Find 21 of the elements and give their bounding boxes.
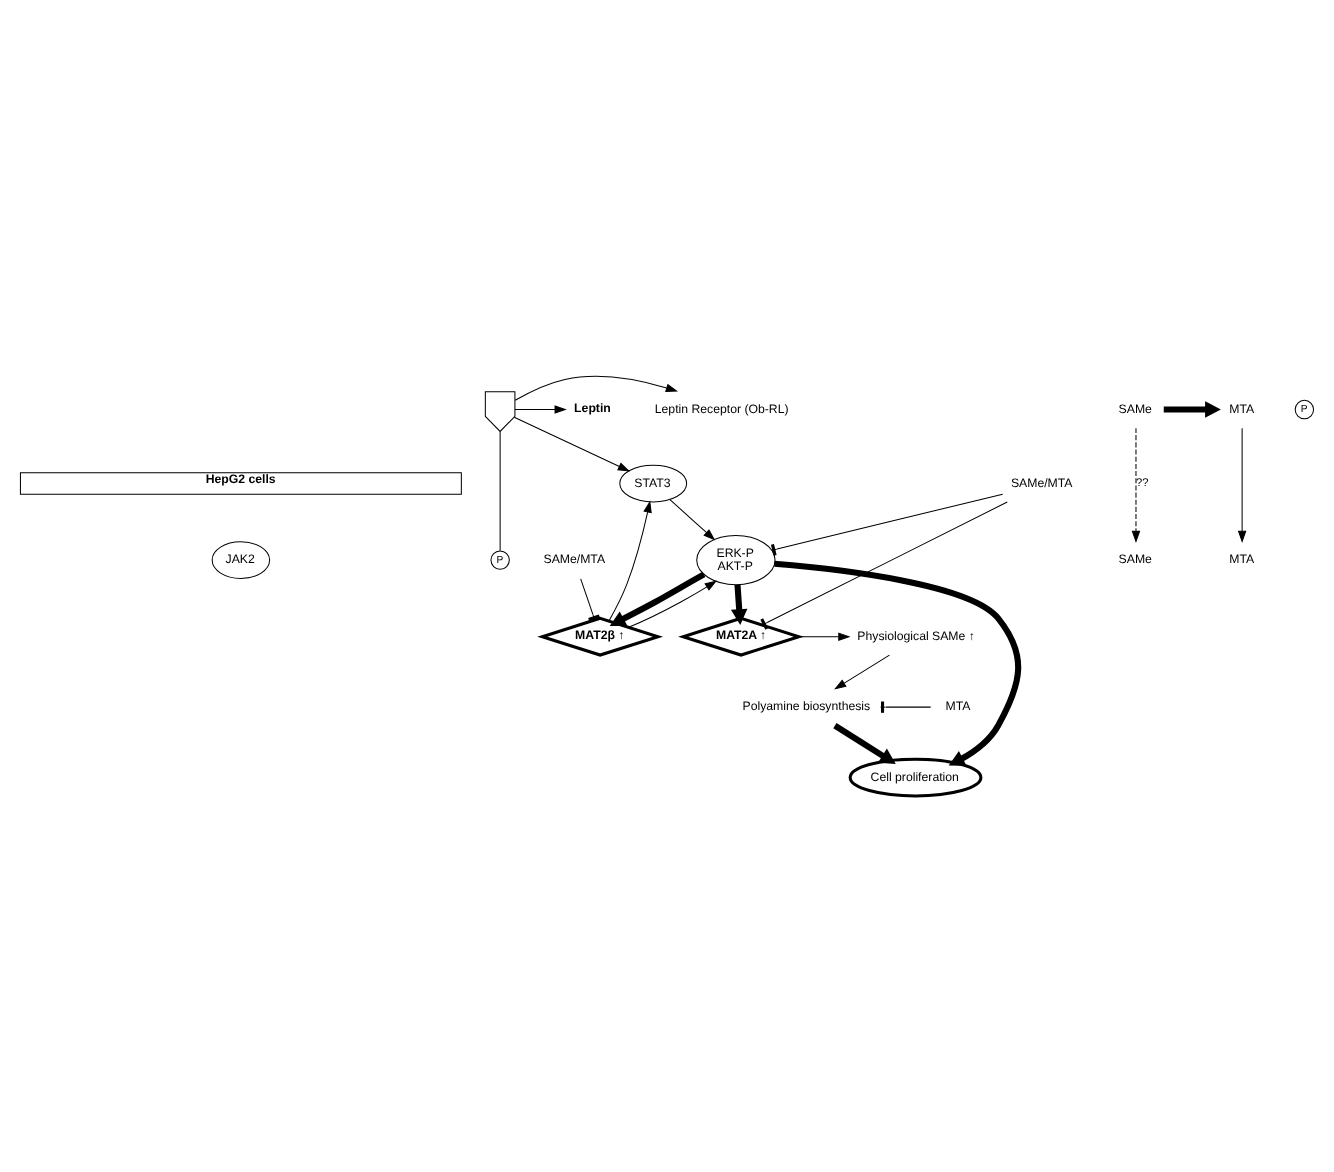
arrow (514, 375, 679, 401)
connector (580, 578, 600, 621)
connector (499, 431, 501, 552)
arrow (1131, 427, 1141, 544)
arrow (609, 571, 706, 627)
arrow (514, 405, 567, 414)
picture (484, 391, 516, 433)
arrow (774, 560, 1022, 766)
arrow (1163, 401, 1221, 418)
arrow (669, 499, 716, 541)
arrow (833, 723, 896, 765)
connector (770, 493, 1004, 556)
arrow (628, 580, 717, 628)
arrow (798, 632, 851, 641)
arrow (834, 654, 890, 690)
arrow (608, 500, 652, 622)
arrow (1237, 427, 1247, 544)
connector (880, 701, 932, 713)
arrow (730, 584, 748, 625)
arrow (513, 416, 630, 472)
connector (760, 501, 1008, 630)
